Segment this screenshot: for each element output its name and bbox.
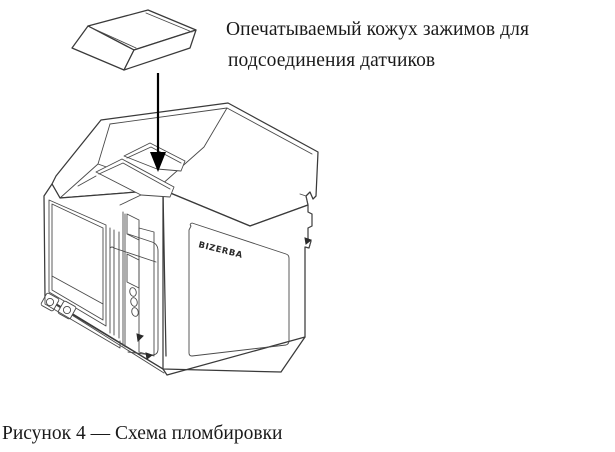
device-body: BIZERBA xyxy=(40,102,319,376)
left-panel-details xyxy=(40,199,121,349)
middle-panel-details xyxy=(109,211,157,357)
detached-cover-part xyxy=(71,9,197,71)
callout-label: Опечатываемый кожух зажимов для подсоеди… xyxy=(226,14,615,76)
rear-edge-notches xyxy=(299,193,313,249)
front-door-panel xyxy=(127,233,159,360)
pointer-arrow xyxy=(150,73,166,172)
figure-caption: Рисунок 4 — Схема пломбировки xyxy=(2,423,283,444)
callout-label-line-2: подсоединения датчиков xyxy=(228,50,436,71)
callout-label-line-1: Опечатываемый кожух зажимов для xyxy=(226,19,530,40)
